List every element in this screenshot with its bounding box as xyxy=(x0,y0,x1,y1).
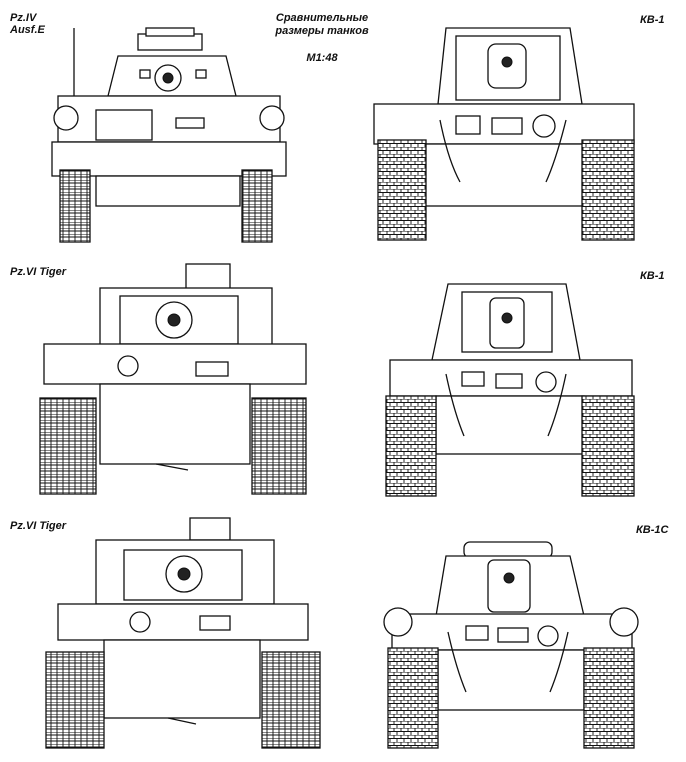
pz4-sprocket-right xyxy=(259,105,285,131)
pz4-sprocket-left xyxy=(53,105,79,131)
kv1-mid-mg-port xyxy=(461,371,485,387)
tiger-mid-cupola xyxy=(185,263,231,291)
tiger-mid-lower-hull xyxy=(99,383,251,465)
pz4-cupola-top xyxy=(145,27,195,37)
tiger-mid-track-right xyxy=(251,397,307,495)
label-kv1c-bottom: КВ-1С xyxy=(636,524,669,536)
label-tiger-bottom: Pz.VI Tiger xyxy=(10,520,67,532)
tiger-bot-tow-bar xyxy=(167,717,197,725)
drawing-kv1-top xyxy=(373,27,635,241)
pz4-lower-hull xyxy=(95,175,241,207)
pz4-vision-port-right xyxy=(195,69,207,79)
label-kv1-top: КВ-1 xyxy=(640,14,665,26)
label-tiger-middle: Pz.VI Tiger xyxy=(10,266,67,278)
kv1-mid-headlight xyxy=(535,371,557,393)
kv1-mid-gun-muzzle xyxy=(501,312,513,324)
label-pz4-line1: Pz.IV xyxy=(10,12,37,24)
kv1-top-lower-hull xyxy=(419,143,589,207)
pz4-front-plate xyxy=(95,109,153,141)
drawing-kv1c-bottom xyxy=(383,541,639,749)
kv1c-mg-port xyxy=(465,625,489,641)
kv1-top-visor xyxy=(491,117,523,135)
pz4-track-left xyxy=(59,169,91,243)
title-line-2: размеры танков xyxy=(275,25,369,37)
sheet-title: Сравнительные размеры танков xyxy=(252,12,392,38)
pz4-vision-port-left xyxy=(139,69,151,79)
tiger-mid-tow-bar xyxy=(155,463,189,471)
label-kv1-middle: КВ-1 xyxy=(640,270,665,282)
drawing-kv1-middle xyxy=(385,283,635,497)
tiger-bot-visor xyxy=(199,615,231,631)
kv1-top-tow-cable-right xyxy=(545,119,567,183)
pz4-gun-muzzle xyxy=(162,72,174,84)
drawing-pz4 xyxy=(51,27,287,243)
kv1-top-track-left xyxy=(377,139,427,241)
kv1-mid-tow-cable-left xyxy=(445,373,465,437)
kv1c-track-left xyxy=(387,647,439,749)
kv1-top-mg-port xyxy=(455,115,481,135)
label-pz4: Pz.IV Ausf.E xyxy=(10,12,45,36)
tiger-bot-track-left xyxy=(45,651,105,749)
kv1c-lower-hull xyxy=(437,649,585,711)
kv1c-fender-left xyxy=(383,607,413,637)
tiger-bot-track-right xyxy=(261,651,321,749)
kv1-mid-lower-hull xyxy=(435,395,585,455)
tiger-mid-visor xyxy=(195,361,229,377)
tiger-bot-mg-ball xyxy=(129,611,151,633)
kv1-top-gun-muzzle xyxy=(501,56,513,68)
pz4-track-right xyxy=(241,169,273,243)
kv1c-headlight xyxy=(537,625,559,647)
tiger-mid-track-left xyxy=(39,397,97,495)
kv1c-track-right xyxy=(583,647,635,749)
kv1-mid-track-left xyxy=(385,395,437,497)
tiger-mid-mg-ball xyxy=(117,355,139,377)
kv1c-fender-right xyxy=(609,607,639,637)
kv1-mid-track-right xyxy=(581,395,635,497)
kv1c-tow-cable-right xyxy=(549,631,569,693)
kv1c-gun-muzzle xyxy=(503,572,515,584)
drawing-tiger-middle xyxy=(39,263,307,495)
pz4-visor xyxy=(175,117,205,129)
drawing-tiger-bottom xyxy=(45,517,321,749)
tiger-bot-gun-muzzle xyxy=(177,567,191,581)
tiger-bot-lower-hull xyxy=(103,639,261,719)
tiger-mid-gun-muzzle xyxy=(167,313,181,327)
tiger-bot-hull xyxy=(57,603,309,641)
pz4-superstructure xyxy=(57,95,281,143)
scale-label: М1:48 xyxy=(306,52,338,64)
kv1-mid-tow-cable-right xyxy=(547,373,567,437)
tiger-bot-cupola xyxy=(189,517,231,541)
label-pz4-line2: Ausf.E xyxy=(10,24,45,36)
kv1c-mantlet xyxy=(487,559,531,613)
kv1-top-track-right xyxy=(581,139,635,241)
title-line-1: Сравнительные xyxy=(275,12,369,24)
kv1-top-headlight xyxy=(532,114,556,138)
kv1c-tow-cable-left xyxy=(447,631,467,693)
kv1-mid-visor xyxy=(495,373,523,389)
kv1-top-tow-cable-left xyxy=(439,119,461,183)
kv1c-visor xyxy=(497,627,529,643)
tiger-mid-hull xyxy=(43,343,307,385)
